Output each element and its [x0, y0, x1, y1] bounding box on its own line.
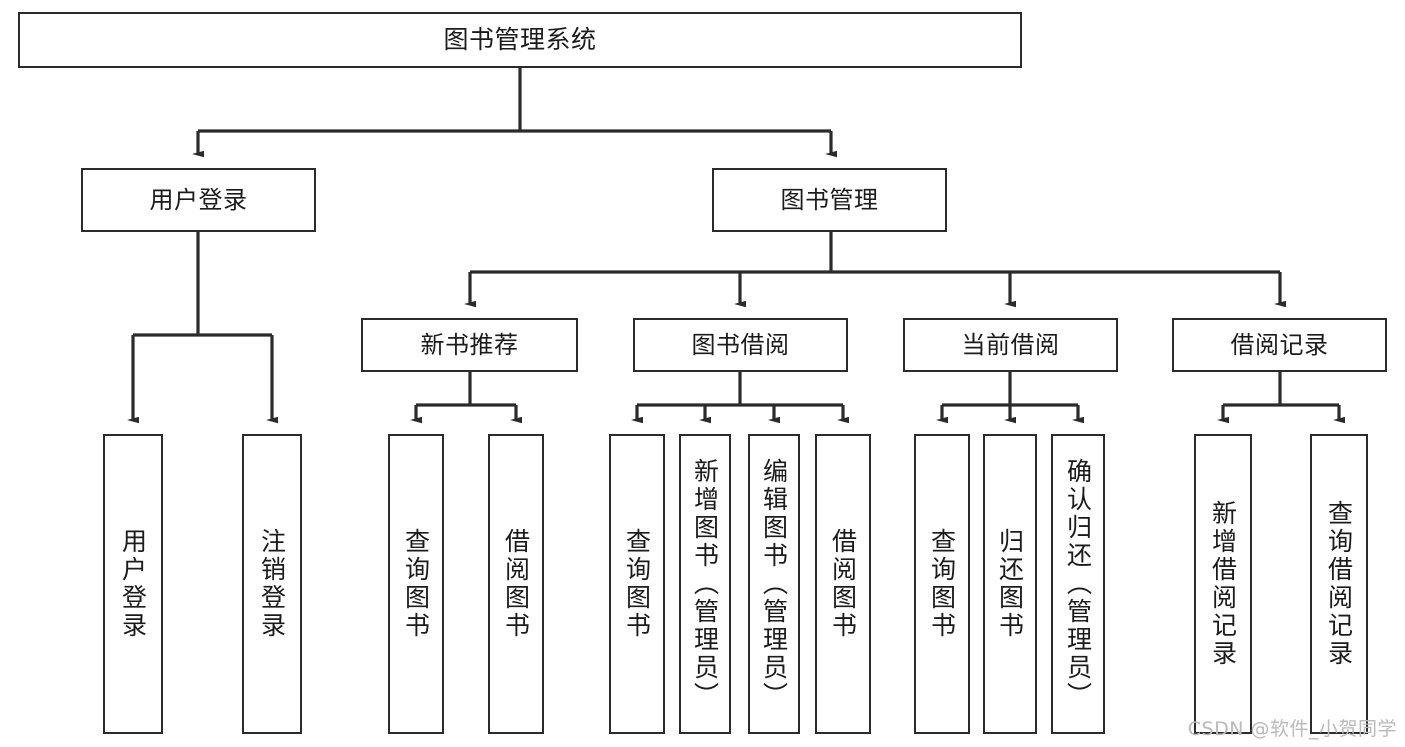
leaf-query-book-recommend[interactable]: 查询图书 — [388, 434, 444, 734]
leaf-return-book[interactable]: 归还图书 — [983, 434, 1037, 734]
node-borrow-record[interactable]: 借阅记录 — [1172, 318, 1387, 372]
node-book-management-system[interactable]: 图书管理系统 — [18, 12, 1022, 68]
node-label: 当前借阅 — [961, 330, 1060, 359]
leaf-logout[interactable]: 注销登录 — [242, 434, 302, 734]
node-user-login[interactable]: 用户登录 — [81, 168, 316, 232]
leaf-query-book-current[interactable]: 查询图书 — [914, 434, 970, 734]
node-label: 图书借阅 — [691, 330, 790, 359]
node-label: 借阅图书 — [828, 528, 858, 640]
node-label: 用户登录 — [118, 528, 148, 640]
node-label: 新增图书（管理员） — [690, 458, 720, 710]
node-label: 图书管理 — [780, 185, 879, 214]
leaf-add-borrow-record[interactable]: 新增借阅记录 — [1194, 434, 1252, 734]
node-label: 新增借阅记录 — [1208, 500, 1238, 668]
node-label: 用户登录 — [149, 185, 248, 214]
leaf-borrow-book-recommend[interactable]: 借阅图书 — [488, 434, 544, 734]
node-book-borrow[interactable]: 图书借阅 — [633, 318, 848, 372]
node-label: 确认归还（管理员） — [1063, 458, 1093, 710]
node-label: 查询借阅记录 — [1324, 500, 1354, 668]
node-label: 编辑图书（管理员） — [759, 458, 789, 710]
node-label: 图书管理系统 — [443, 25, 597, 54]
node-label: 查询图书 — [622, 528, 652, 640]
node-label: 借阅记录 — [1230, 330, 1329, 359]
leaf-user-login[interactable]: 用户登录 — [103, 434, 163, 734]
leaf-add-book-admin[interactable]: 新增图书（管理员） — [679, 434, 731, 734]
node-label: 归还图书 — [995, 528, 1025, 640]
node-label: 查询图书 — [401, 528, 431, 640]
leaf-query-book-borrow[interactable]: 查询图书 — [609, 434, 665, 734]
node-current-borrow[interactable]: 当前借阅 — [903, 318, 1118, 372]
leaf-query-borrow-record[interactable]: 查询借阅记录 — [1310, 434, 1368, 734]
node-label: 查询图书 — [927, 528, 957, 640]
leaf-confirm-return-admin[interactable]: 确认归还（管理员） — [1051, 434, 1105, 734]
leaf-edit-book-admin[interactable]: 编辑图书（管理员） — [748, 434, 800, 734]
node-book-management[interactable]: 图书管理 — [712, 168, 947, 232]
node-new-book-recommend[interactable]: 新书推荐 — [361, 318, 578, 372]
leaf-borrow-book[interactable]: 借阅图书 — [815, 434, 871, 734]
node-label: 新书推荐 — [420, 330, 519, 359]
node-label: 注销登录 — [257, 528, 287, 640]
node-label: 借阅图书 — [501, 528, 531, 640]
